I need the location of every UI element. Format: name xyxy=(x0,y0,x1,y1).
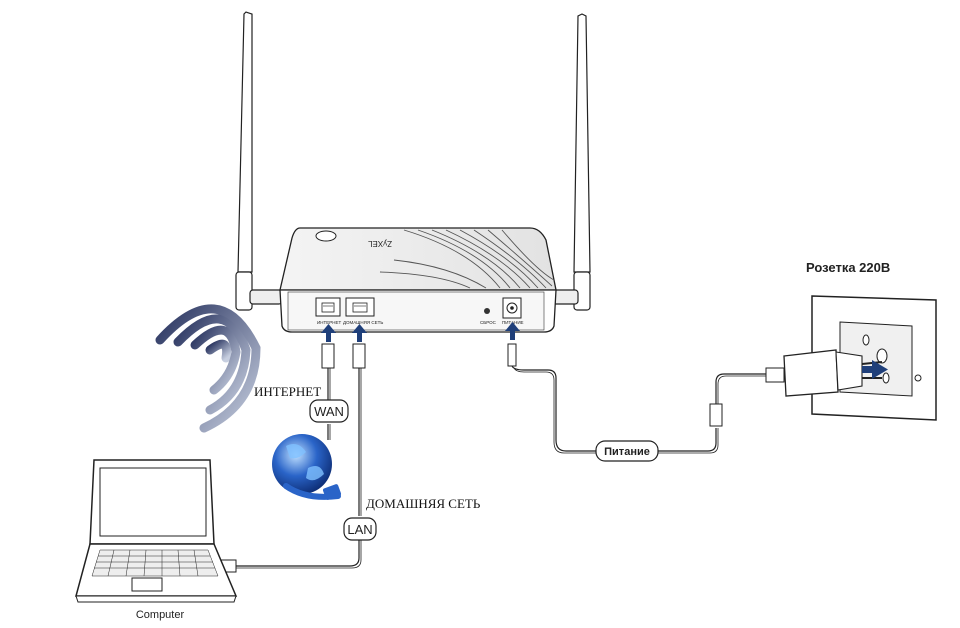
internet-port[interactable]: ИНТЕРНЕТ xyxy=(315,297,341,325)
power-label: Питание xyxy=(604,446,650,458)
computer-label: Computer xyxy=(136,609,185,621)
left-antenna xyxy=(235,11,283,311)
power-adapter xyxy=(765,349,883,397)
home-network-port-label: ДОМАШНЯЯ СЕТЬ xyxy=(343,320,383,325)
reset-label: СБРОС xyxy=(480,320,497,325)
router-power-indicator xyxy=(315,230,337,242)
arrow-to-outlet xyxy=(862,360,888,379)
wan-cable xyxy=(321,343,335,440)
router-brand: ZyXEL xyxy=(367,239,392,248)
reset-button[interactable]: СБРОС xyxy=(480,308,497,325)
laptop xyxy=(75,459,238,603)
home-network-port[interactable]: ДОМАШНЯЯ СЕТЬ xyxy=(343,297,383,325)
internet-port-label: ИНТЕРНЕТ xyxy=(317,320,341,325)
laptop-keyboard xyxy=(91,549,219,577)
right-antenna xyxy=(545,13,591,311)
outlet-label: Розетка 220В xyxy=(806,260,890,275)
lan-tag: LAN xyxy=(343,517,377,541)
power-cable xyxy=(507,343,766,454)
home-network-label: ДОМАШНЯЯ СЕТЬ xyxy=(366,496,481,511)
arrow-to-power-port xyxy=(505,322,520,340)
arrow-to-home-port xyxy=(352,324,367,342)
laptop-touchpad xyxy=(131,577,163,592)
router-wave-pattern xyxy=(379,229,555,289)
wan-label: WAN xyxy=(314,404,344,419)
wan-tag: WAN xyxy=(309,399,349,423)
globe-icon xyxy=(272,434,342,500)
internet-label: ИНТЕРНЕТ xyxy=(254,384,321,399)
power-tag: Питание xyxy=(595,440,659,462)
wifi-signal-icon xyxy=(155,304,261,433)
arrow-to-internet-port xyxy=(321,324,336,342)
power-port[interactable]: ПИТАНИЕ xyxy=(502,297,524,325)
lan-label: LAN xyxy=(347,522,372,537)
